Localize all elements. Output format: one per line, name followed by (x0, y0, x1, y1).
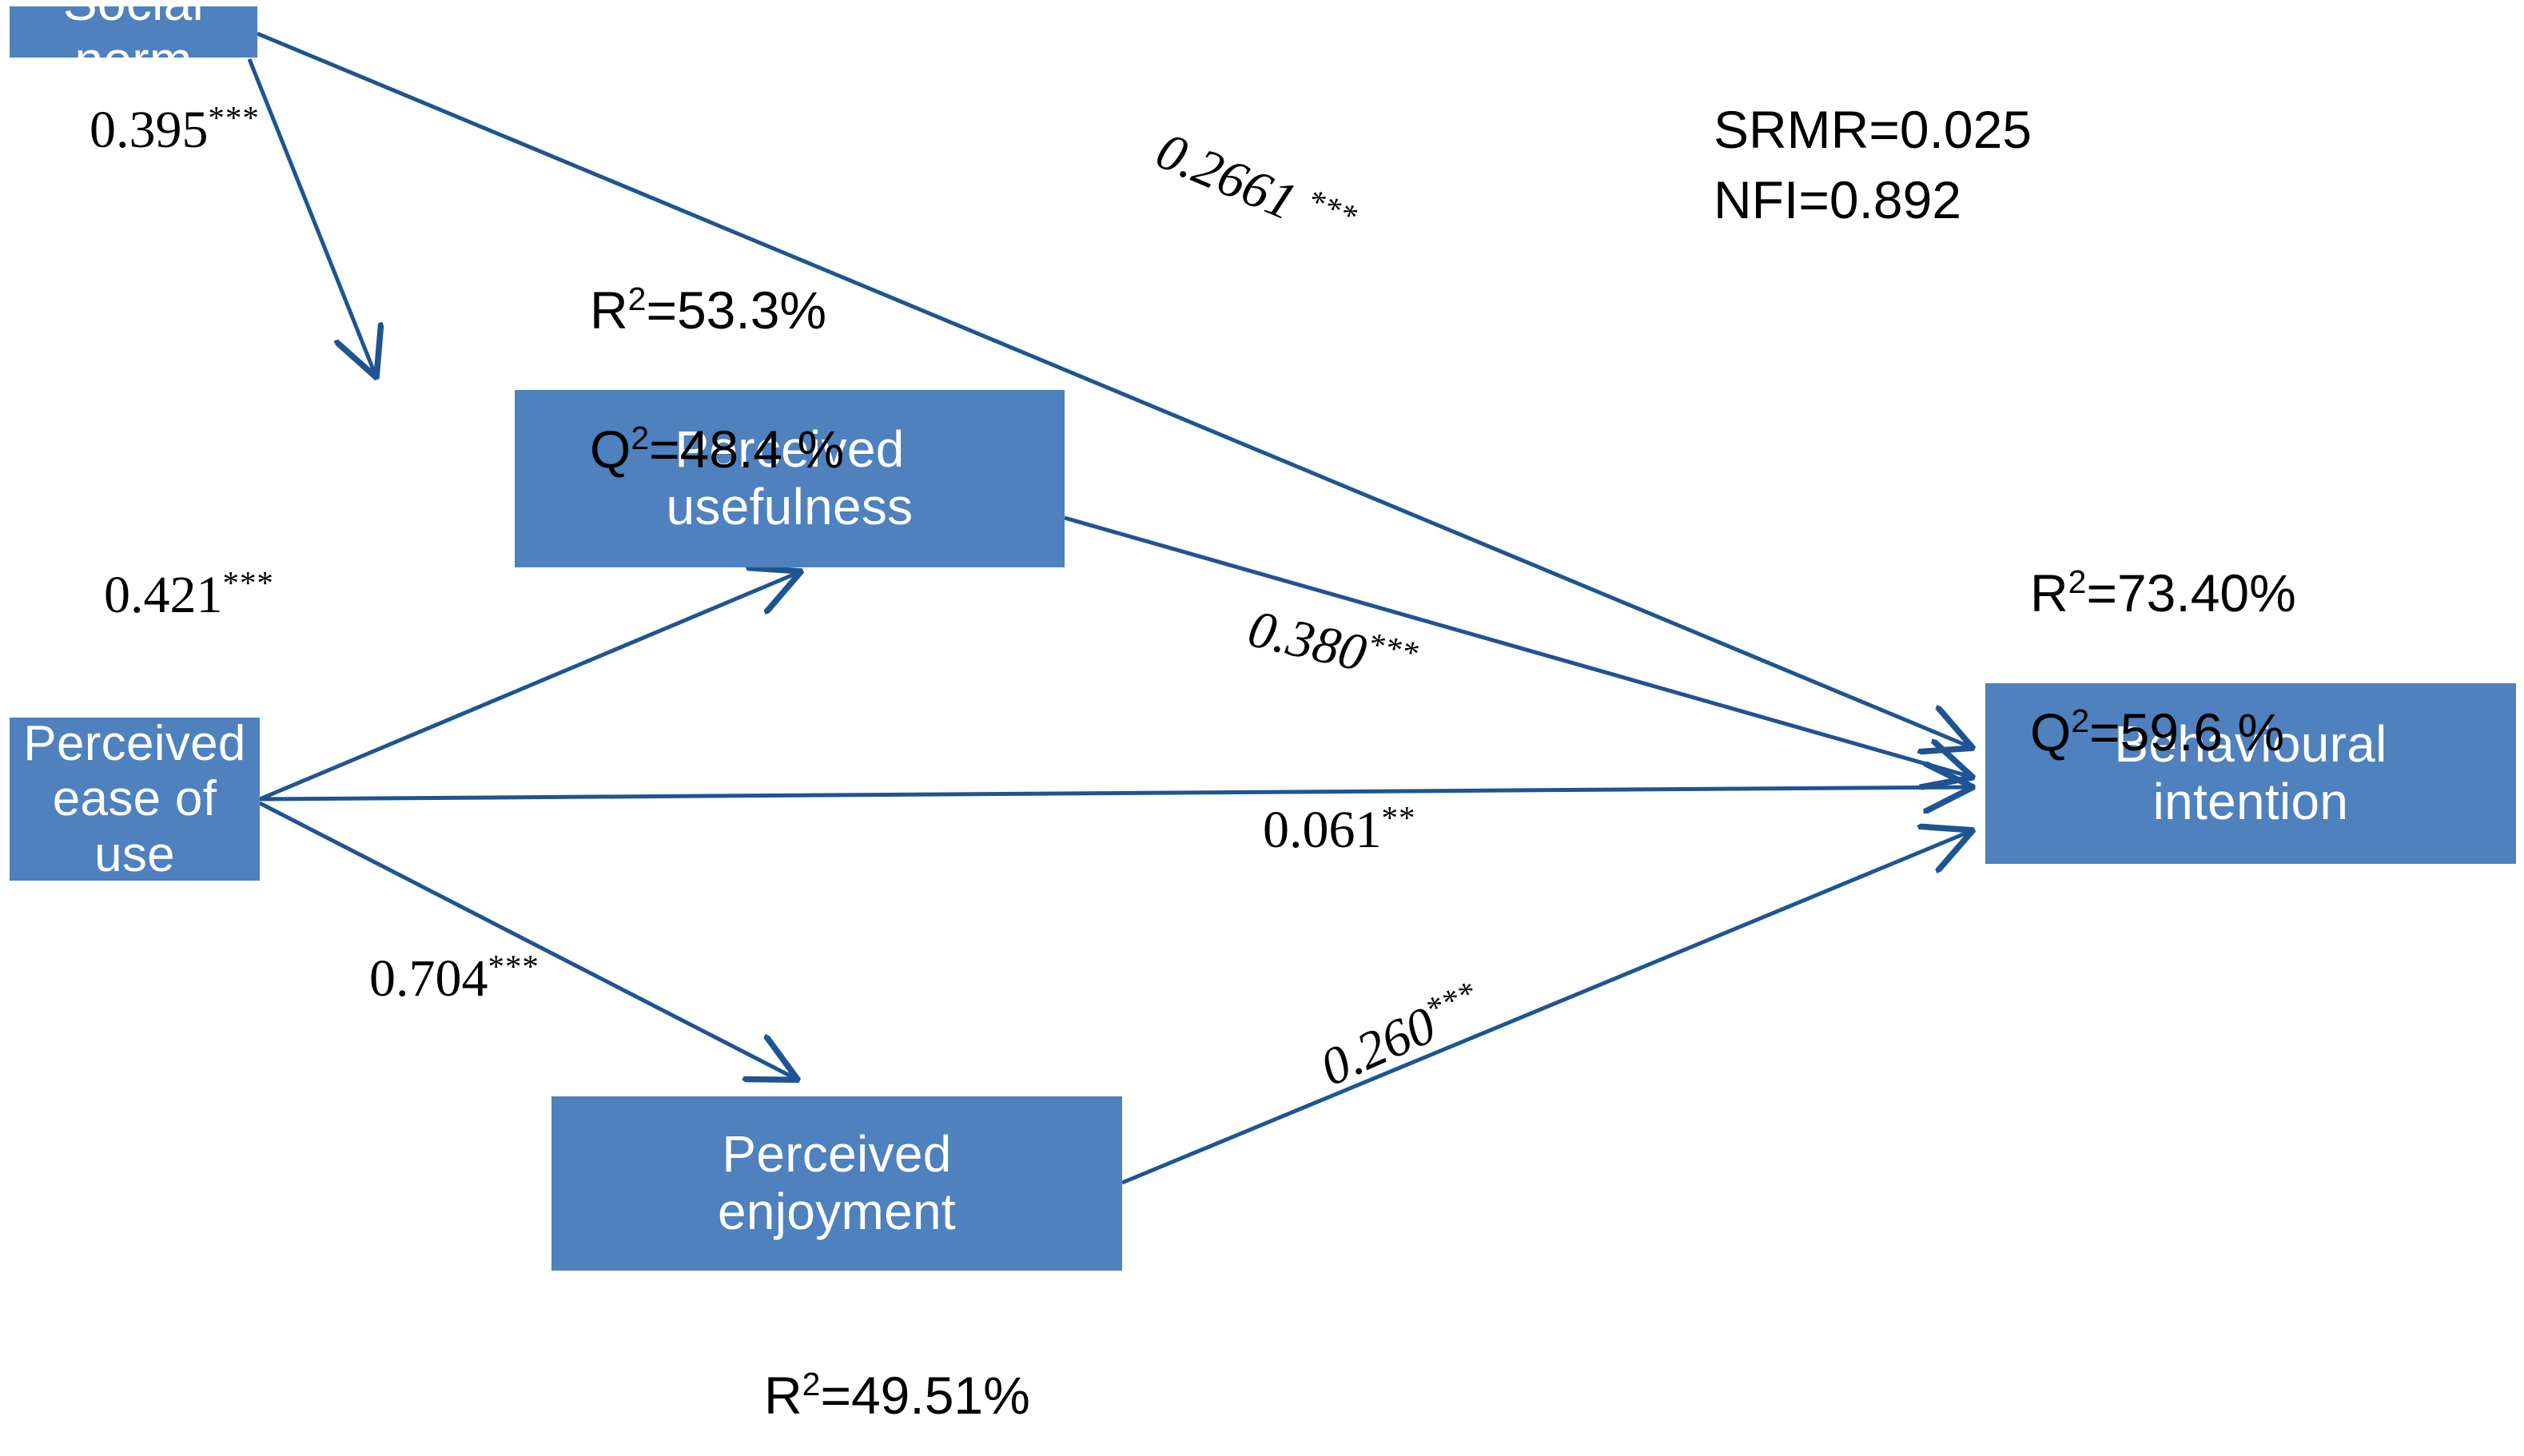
stats-perceived-usefulness: R2=53.3% Q2=48.4 % (590, 206, 844, 555)
path-label-perceived-ease-of-use-to-perceived-enjoyment: 0.704*** (369, 948, 539, 1009)
path-coefficient-value: 0.421 (104, 566, 223, 624)
q2-exponent: 2 (631, 420, 650, 457)
r2-symbol: R (764, 1366, 802, 1426)
r2-symbol: R (590, 280, 628, 340)
path-label-perceived-ease-of-use-to-behavioural-intention: 0.061** (1263, 799, 1415, 861)
edge-perceived-enjoyment-to-behavioural-intention (1121, 831, 1971, 1185)
r2-value: =73.40% (2086, 563, 2296, 623)
node-perceived-usefulness-label: Perceived usefulness (666, 420, 914, 535)
stats-behavioural-intention: R2=73.40% Q2=59.6 % (2030, 489, 2296, 837)
q2-symbol: Q (2030, 702, 2072, 762)
node-perceived-ease-of-use-label: Perceived ease of use (23, 715, 246, 882)
stats-r2-line: R2=49.51% (764, 1361, 1048, 1430)
q2-value: =59.6 % (2089, 702, 2285, 762)
edge-perceived-usefulness-to-behavioural-intention (1064, 515, 1971, 777)
path-coefficient-value: 0.395 (90, 101, 209, 159)
edge-perceived-ease-of-use-to-perceived-usefulness (259, 572, 799, 802)
q2-value: =48.4 % (649, 420, 845, 479)
significance-stars: ** (1381, 800, 1416, 836)
path-coefficient-value: 0.061 (1263, 801, 1382, 859)
path-label-perceived-ease-of-use-to-perceived-usefulness: 0.421*** (104, 564, 274, 626)
edge-perceived-ease-of-use-to-behavioural-intention (259, 787, 1971, 799)
node-behavioural-intention-label: Behavioural intention (2114, 715, 2387, 830)
node-perceived-enjoyment[interactable]: Perceived enjoyment (551, 1096, 1122, 1271)
r2-exponent: 2 (627, 280, 647, 318)
r2-value: =49.51% (820, 1366, 1030, 1426)
r2-exponent: 2 (802, 1366, 821, 1403)
q2-symbol: Q (590, 420, 631, 479)
stats-r2-line: R2=73.40% (2030, 559, 2296, 628)
stats-q2-line: Q2=59.6 % (2030, 698, 2296, 767)
edge-social-norm-to-behavioural-intention (257, 31, 1971, 747)
node-perceived-ease-of-use[interactable]: Perceived ease of use (10, 715, 260, 882)
node-perceived-enjoyment-label: Perceived enjoyment (718, 1125, 956, 1240)
fit-srmr: SRMR=0.025 (1714, 100, 2032, 159)
significance-stars: *** (208, 100, 260, 136)
significance-stars: *** (488, 949, 539, 985)
stats-r2-line: R2=53.3% (590, 276, 844, 345)
path-coefficient-value: 0.704 (369, 949, 488, 1008)
r2-symbol: R (2030, 563, 2068, 623)
model-fit-indices: SRMR=0.025 NFI=0.892 (1714, 94, 2032, 236)
stats-q2-line: Q2=48.4 % (590, 415, 844, 484)
edge-social-norm-to-perceived-usefulness (247, 58, 376, 376)
node-behavioural-intention[interactable]: Behavioural intention (1985, 683, 2516, 864)
node-social-norm[interactable]: Social norm (10, 0, 257, 89)
node-perceived-usefulness[interactable]: Perceived usefulness (515, 390, 1065, 567)
edge-perceived-ease-of-use-to-perceived-enjoyment (258, 801, 796, 1079)
fit-nfi: NFI=0.892 (1714, 170, 1962, 230)
significance-stars: *** (222, 565, 274, 601)
r2-value: =53.3% (646, 280, 827, 340)
r2-exponent: 2 (2068, 563, 2087, 601)
path-label-social-norm-to-perceived-usefulness: 0.395*** (90, 99, 260, 161)
node-social-norm-label: Social norm (62, 0, 205, 89)
q2-exponent: 2 (2071, 702, 2090, 740)
stats-perceived-enjoyment: R2=49.51% Q2=46.23 % (764, 1291, 1048, 1456)
